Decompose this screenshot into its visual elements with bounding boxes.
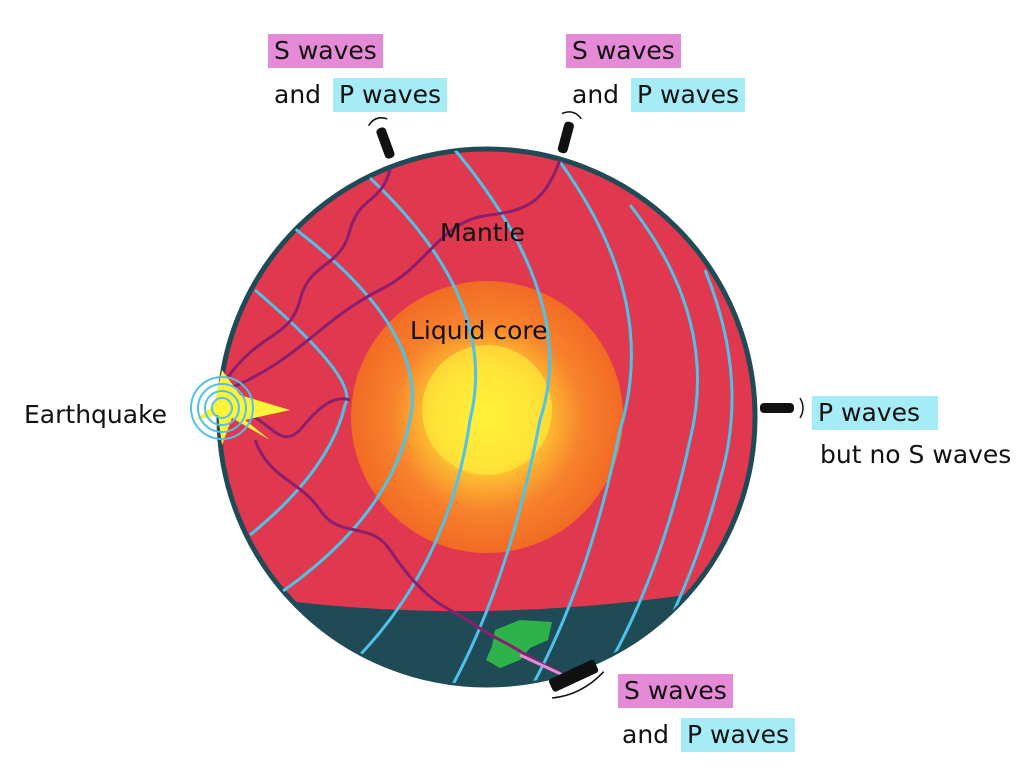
- p-waves-tag: P waves: [631, 78, 745, 112]
- station-right-note: but no S waves: [820, 440, 1012, 469]
- liquid-core-label: Liquid core: [410, 316, 548, 345]
- s-wave-path: [224, 169, 392, 381]
- station-right-p-tag: P waves: [812, 396, 938, 430]
- s-wave-path: [253, 439, 561, 674]
- s-waves-tag: S waves: [618, 674, 733, 708]
- p-wave-front: [448, 149, 552, 685]
- station-top-right-s-tag: S waves: [566, 34, 681, 68]
- seismograph-icon: [548, 659, 605, 699]
- s-wave-surface-segment: [519, 653, 566, 678]
- p-wave-front: [658, 269, 734, 641]
- station-bottom-p-line: and P waves: [622, 718, 795, 752]
- station-top-right-p-line: and P waves: [572, 78, 745, 112]
- p-waves-tag: P waves: [333, 78, 447, 112]
- p-waves-tag: P waves: [681, 718, 795, 752]
- s-wave-path: [239, 397, 351, 439]
- station-bottom-s-tag: S waves: [618, 674, 733, 708]
- s-waves-tag: S waves: [566, 34, 681, 68]
- seismograph-icon: [367, 117, 395, 159]
- station-top-left-s-tag: S waves: [268, 34, 383, 68]
- conjunction-text: and: [572, 80, 620, 109]
- seismograph-icon: [760, 397, 804, 419]
- p-waves-tag: P waves: [812, 396, 938, 430]
- s-waves-tag: S waves: [268, 34, 383, 68]
- p-wave-front: [269, 223, 414, 602]
- land-bottom: [486, 620, 552, 668]
- earthquake-burst-icon: [190, 370, 290, 445]
- station-top-left-p-line: and P waves: [274, 78, 447, 112]
- s-wave-path: [225, 159, 562, 392]
- inner-core-glow: [422, 345, 552, 475]
- seismograph-icon: [557, 111, 582, 154]
- p-wave-front: [528, 161, 633, 685]
- p-wave-fronts: [249, 149, 734, 685]
- mantle-label: Mantle: [440, 218, 525, 247]
- s-wave-paths: [224, 159, 562, 674]
- p-wave-front: [358, 176, 478, 657]
- p-wave-front: [598, 204, 699, 681]
- conjunction-text: and: [622, 720, 670, 749]
- conjunction-text: and: [274, 80, 322, 109]
- earthquake-label: Earthquake: [24, 400, 168, 429]
